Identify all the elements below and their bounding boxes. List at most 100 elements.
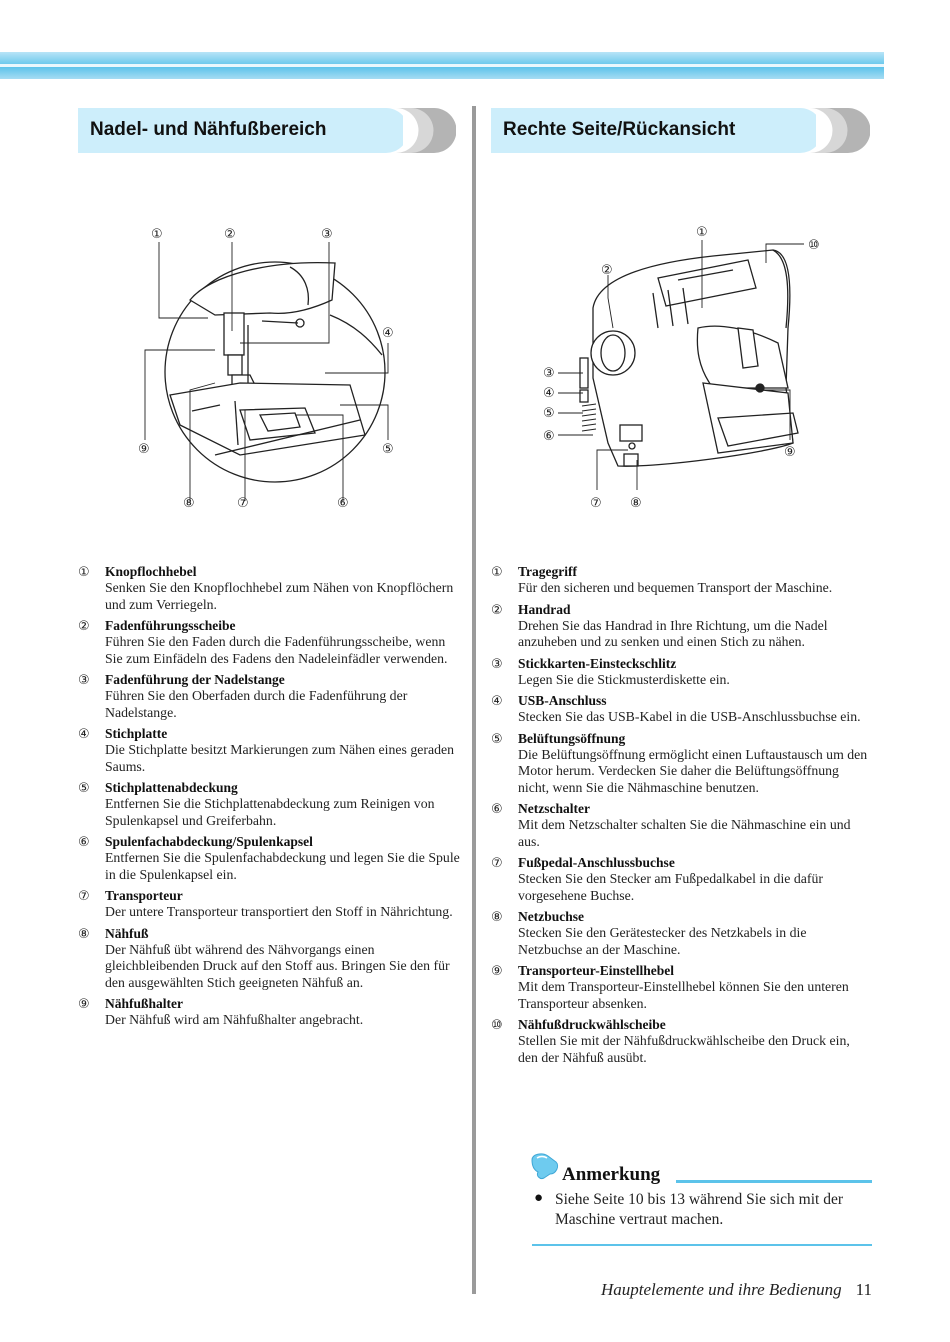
item-title: Transporteur [105, 888, 183, 903]
item-description: Entfernen Sie die Spulenfachabdeckung un… [105, 850, 460, 882]
item-number: ⑧ [491, 910, 503, 925]
item-description: Mit dem Netzschalter schalten Sie die Nä… [518, 817, 851, 849]
rear-view-illustration: ① ② ③ ④ ⑤ ⑥ ⑦ ⑧ ⑨ ⑩ [543, 225, 820, 511]
item-description: Mit dem Transporteur-Einstellhebel könne… [518, 979, 849, 1011]
callout-7: ⑦ [237, 496, 249, 511]
item-description: Der Nähfuß übt während des Nähvorgangs e… [105, 941, 450, 990]
item-description: Entfernen Sie die Stichplattenabdeckung … [105, 796, 435, 828]
item-description: Stellen Sie mit der Nähfußdruckwählschei… [518, 1033, 850, 1065]
item-title: Fadenführung der Nadelstange [105, 672, 285, 687]
item-description: Die Stichplatte besitzt Markierungen zum… [105, 742, 455, 774]
left-section-header: Nadel- und Nähfußbereich [78, 108, 456, 153]
item-title: Belüftungsöffnung [518, 730, 626, 746]
top-band-stripe [0, 64, 884, 67]
item-description: Drehen Sie das Handrad in Ihre Richtung,… [518, 617, 828, 650]
callout-5: ⑤ [543, 406, 555, 421]
item-description: Der Nähfuß wird am Nähfußhalter angebrac… [105, 1012, 364, 1027]
item-title: Stichplattenabdeckung [105, 780, 238, 795]
item-number: ② [78, 619, 90, 634]
item-number: ③ [78, 673, 90, 688]
item-title: Fadenführungsscheibe [105, 618, 236, 633]
item-title: Netzschalter [518, 801, 590, 816]
note-box: Anmerkung ● Siehe Seite 10 bis 13 währen… [530, 1152, 872, 1246]
item-number: ⑥ [78, 835, 90, 850]
callout-9: ⑨ [138, 442, 150, 457]
item-number: ⑦ [491, 856, 503, 871]
item-number: ⑤ [78, 781, 90, 796]
page-number: 11 [855, 1280, 872, 1299]
item-number: ① [491, 565, 503, 580]
right-section-header: Rechte Seite/Rückansicht [491, 108, 870, 153]
item-title: Stichplatte [105, 726, 168, 741]
item-description: Stecken Sie den Stecker am Fußpedalkabel… [518, 871, 823, 903]
chevron-icon [386, 108, 456, 153]
callout-2: ② [601, 263, 613, 278]
item-number: ⑧ [78, 926, 90, 942]
item-title: Stickkarten-Einsteckschlitz [518, 655, 677, 671]
item-number: ① [78, 565, 90, 580]
right-section-title: Rechte Seite/Rückansicht [503, 119, 736, 140]
item-title: Nähfußhalter [105, 996, 184, 1011]
callout-10: ⑩ [808, 238, 820, 253]
note-title-rule [676, 1180, 872, 1183]
item-number: ⑨ [78, 997, 90, 1012]
item-description: Stecken Sie das USB-Kabel in die USB-Ans… [518, 709, 861, 724]
item-number: ⑤ [491, 731, 503, 747]
column-divider [472, 106, 476, 1294]
note-text: Siehe Seite 10 bis 13 während Sie sich m… [555, 1191, 843, 1228]
note-bottom-rule [532, 1244, 872, 1246]
note-title: Anmerkung [562, 1164, 661, 1185]
callout-9: ⑨ [784, 445, 796, 460]
item-number: ④ [491, 694, 503, 709]
callout-2: ② [224, 227, 236, 242]
left-header-box [78, 108, 403, 153]
item-description: Für den sicheren und bequemen Transport … [518, 580, 833, 595]
callout-3: ③ [321, 227, 333, 242]
callout-4: ④ [382, 326, 394, 341]
chevron-icon [800, 108, 870, 153]
item-title: Nähfußdruckwählscheibe [518, 1017, 666, 1032]
item-description: Führen Sie den Faden durch die Fadenführ… [105, 634, 448, 666]
item-description: Legen Sie die Stickmusterdiskette ein. [518, 671, 730, 687]
callout-1: ① [696, 225, 708, 240]
item-description: Der untere Transporteur transportiert de… [105, 904, 453, 919]
item-title: Fußpedal-Anschlussbuchse [518, 855, 675, 870]
callout-4: ④ [543, 386, 555, 401]
needle-area-illustration: ① ② ③ ④ ⑤ ⑥ ⑦ ⑧ ⑨ [138, 227, 394, 511]
left-section-title: Nadel- und Nähfußbereich [90, 119, 327, 140]
item-title: Tragegriff [518, 564, 577, 579]
top-color-band [0, 52, 884, 79]
item-title: USB-Anschluss [518, 693, 607, 708]
callout-1: ① [151, 227, 163, 242]
item-description: Senken Sie den Knopflochhebel zum Nähen … [105, 580, 454, 612]
item-number: ③ [491, 656, 503, 672]
